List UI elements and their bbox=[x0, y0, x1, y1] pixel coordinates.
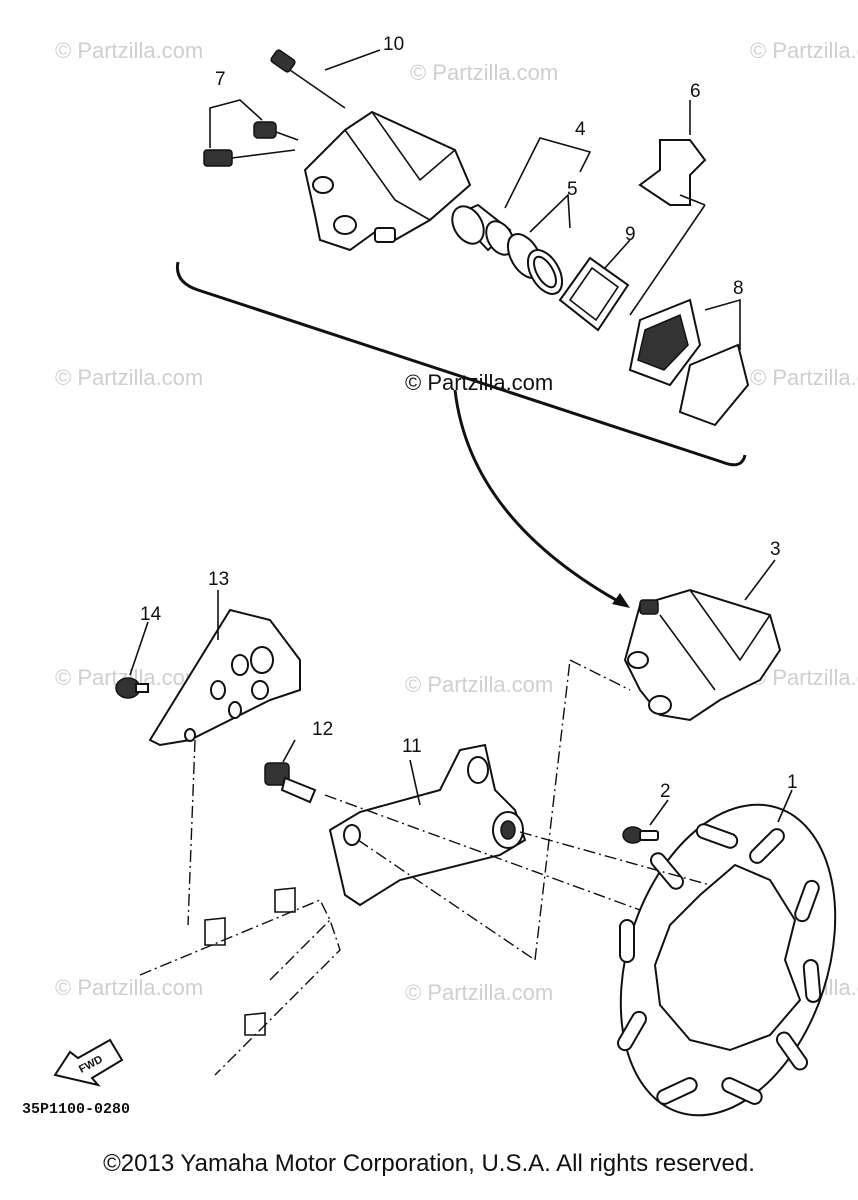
copyright-notice: ©2013 Yamaha Motor Corporation, U.S.A. A… bbox=[103, 1150, 755, 1177]
callout-4: 4 bbox=[575, 119, 586, 140]
arrow-head bbox=[612, 593, 630, 608]
watermarks: © Partzilla.com © Partzilla.com © Partzi… bbox=[55, 38, 858, 1005]
part-12-bolt bbox=[264, 739, 317, 804]
alignment-lines bbox=[187, 659, 711, 961]
watermark: © Partzilla.com bbox=[750, 365, 858, 390]
watermark: © Partzilla.com bbox=[55, 365, 203, 390]
disc-slots bbox=[617, 823, 822, 1105]
part-10-bolt bbox=[270, 49, 381, 109]
part-1-brake-disc bbox=[617, 789, 837, 1117]
fwd-indicator: FWD bbox=[53, 1038, 124, 1087]
swingarm bbox=[139, 887, 341, 1076]
watermark: © Partzilla.com bbox=[750, 38, 858, 63]
diagram-reference: 35P1100-0280 bbox=[22, 1101, 130, 1118]
watermark: © Partzilla.com bbox=[55, 38, 203, 63]
part-7-bleed-screw bbox=[203, 99, 299, 167]
part-5-seals bbox=[506, 193, 571, 295]
part-2-screw bbox=[622, 799, 669, 844]
callout-10: 10 bbox=[383, 34, 404, 55]
callout-12: 12 bbox=[312, 719, 333, 740]
center-watermark: © Partzilla.com bbox=[405, 370, 553, 395]
callout-13: 13 bbox=[208, 569, 229, 590]
watermark: © Partzilla.com bbox=[405, 672, 553, 697]
callout-3: 3 bbox=[770, 539, 781, 560]
part-4-piston bbox=[451, 137, 592, 256]
part-8-pads bbox=[628, 298, 750, 427]
watermark: © Partzilla.com bbox=[405, 980, 553, 1005]
watermark: © Partzilla.com bbox=[410, 60, 558, 85]
callout-2: 2 bbox=[660, 781, 671, 802]
callout-8: 8 bbox=[733, 278, 744, 299]
part-11-caliper-bracket bbox=[328, 743, 527, 907]
callout-6: 6 bbox=[690, 81, 701, 102]
caliper-body-detail bbox=[303, 110, 472, 252]
part-13-guard bbox=[148, 590, 301, 747]
detail-arrow bbox=[453, 389, 626, 607]
callout-11: 11 bbox=[402, 736, 422, 757]
watermark: © Partzilla.com bbox=[55, 975, 203, 1000]
callout-14: 14 bbox=[140, 604, 162, 625]
part-14-bolt bbox=[115, 621, 149, 699]
part-3-caliper-assembly bbox=[623, 559, 782, 722]
callout-9: 9 bbox=[625, 224, 636, 245]
callout-5: 5 bbox=[567, 179, 578, 200]
part-6-pad-spring bbox=[629, 100, 707, 316]
detail-bracket bbox=[175, 261, 747, 467]
part-9-seal bbox=[558, 239, 631, 332]
callout-7: 7 bbox=[215, 69, 226, 90]
callouts: 10 7 4 6 5 9 8 3 13 14 12 11 2 1 bbox=[140, 34, 798, 802]
callout-1: 1 bbox=[787, 772, 798, 793]
